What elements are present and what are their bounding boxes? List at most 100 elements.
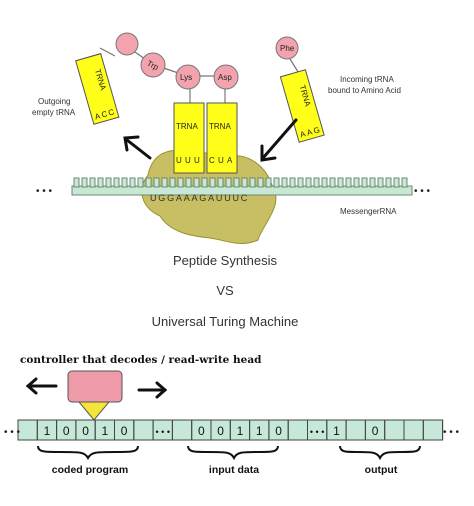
mrna-tooth: [121, 177, 128, 188]
amino-acid-phe: Phe: [275, 36, 299, 60]
tape-cell-symbol: 0: [372, 424, 379, 438]
mrna-tooth: [337, 177, 344, 188]
trna-outgoing-anticodon-1: A: [94, 111, 102, 121]
head-label: controller that decodes / read-write hea…: [20, 354, 262, 366]
brace-coded-program: [37, 445, 139, 461]
incoming-label-line1: Incoming tRNA: [340, 75, 394, 84]
mrna-tooth: [345, 177, 352, 188]
mrna-tooth: [313, 177, 320, 188]
mrna-tooth: [201, 177, 208, 188]
amino-acid-trp: Trp: [140, 52, 166, 78]
trna-bound-left-label: TRNA: [176, 122, 198, 131]
tape-cell-symbol: • • •: [310, 427, 324, 437]
tape-cell-symbol: 0: [82, 424, 89, 438]
trna-incoming: TRNA A A G: [279, 69, 325, 143]
tape-cell-symbol: 0: [63, 424, 70, 438]
mrna-tooth: [217, 177, 224, 188]
mrna-tooth: [321, 177, 328, 188]
mrna-tooth: [281, 177, 288, 188]
mrna-tooth: [145, 177, 152, 188]
mrna-tooth: [193, 177, 200, 188]
trna-bound-right: TRNA C U A: [206, 102, 238, 174]
mrna-tooth: [209, 177, 216, 188]
tape-cell-symbol: 1: [44, 424, 51, 438]
mrna-tooth: [89, 177, 96, 188]
mrna-tooth: [265, 177, 272, 188]
title-versus: VS: [216, 283, 234, 298]
mrna-tooth: [185, 177, 192, 188]
mrna-left-ellipsis: • • •: [36, 186, 53, 197]
tape-left-ellipsis: • • •: [4, 427, 21, 438]
trna-outgoing-anticodon-3: C: [107, 107, 115, 117]
mrna-tooth: [129, 177, 136, 188]
mrna-tooth: [273, 177, 280, 188]
trna-bound-right-anticodon-2: U: [218, 156, 224, 165]
mrna-tooth: [97, 177, 104, 188]
trna-bound-left: TRNA U U U: [173, 102, 205, 174]
arrow-move-right: [137, 381, 168, 399]
tape-cell-symbol: 0: [275, 424, 282, 438]
mrna-sequence: UGGAAAGAUUUC: [150, 193, 249, 203]
trna-bound-left-anticodon-3: U: [194, 156, 200, 165]
mrna-tooth: [73, 177, 80, 188]
mrna-tooth: [249, 177, 256, 188]
amino-acid-phe-label: Phe: [280, 44, 295, 53]
mrna-tooth: [257, 177, 264, 188]
label-output: output: [365, 464, 398, 476]
mrna-tooth: [393, 177, 400, 188]
tape-cell-symbol: • • •: [156, 427, 170, 437]
mrna-tooth: [289, 177, 296, 188]
tape-cell-symbol: 1: [102, 424, 109, 438]
messenger-rna: [71, 177, 413, 196]
incoming-label-line2: bound to Amino Acid: [328, 86, 401, 95]
tape-cell-symbol: 1: [333, 424, 340, 438]
tape-cell-symbol: 0: [121, 424, 128, 438]
trna-incoming-anticodon-3: G: [312, 125, 320, 135]
mrna-tooth: [153, 177, 160, 188]
mrna-tooth: [385, 177, 392, 188]
mrna-label: MessengerRNA: [340, 207, 397, 216]
brace-output: [339, 445, 421, 461]
mrna-tooth: [297, 177, 304, 188]
mrna-tooth: [105, 177, 112, 188]
tape-cell-symbol: 0: [217, 424, 224, 438]
amino-acid-unlabeled: [115, 32, 139, 56]
amino-acid-lys-label: Lys: [180, 73, 192, 82]
amino-acid-lys: Lys: [175, 64, 201, 90]
mrna-tooth: [137, 177, 144, 188]
mrna-tooth: [169, 177, 176, 188]
trna-bound-right-anticodon-1: C: [209, 156, 215, 165]
trna-incoming-anticodon-1: A: [299, 129, 307, 139]
tape-cell-symbol: 1: [237, 424, 244, 438]
title-peptide-synthesis: Peptide Synthesis: [173, 253, 278, 268]
mrna-tooth: [361, 177, 368, 188]
mrna-right-ellipsis: • • •: [414, 186, 431, 197]
trna-bound-right-label: TRNA: [209, 122, 231, 131]
trna-bound-right-anticodon-3: A: [227, 156, 233, 165]
mrna-tooth: [177, 177, 184, 188]
read-write-head: [67, 370, 123, 421]
trna-bound-left-anticodon-1: U: [176, 156, 182, 165]
tape-cell: [422, 419, 444, 441]
trna-outgoing-anticodon-2: C: [100, 109, 108, 119]
mrna-tooth: [305, 177, 312, 188]
amino-acid-asp-label: Asp: [218, 73, 232, 82]
title-universal-turing-machine: Universal Turing Machine: [152, 314, 299, 329]
trna-outgoing: TRNA A C C: [75, 53, 120, 125]
brace-input-data: [187, 445, 279, 461]
mrna-tooth: [225, 177, 232, 188]
mrna-tooth: [113, 177, 120, 188]
mrna-tooth: [401, 177, 408, 188]
outgoing-label-line1: Outgoing: [38, 97, 70, 106]
arrow-outgoing: [123, 135, 152, 160]
trna-incoming-anticodon-2: A: [306, 127, 314, 137]
mrna-tooth: [161, 177, 168, 188]
mrna-tooth: [369, 177, 376, 188]
mrna-tooth: [329, 177, 336, 188]
outgoing-label-line2: empty tRNA: [32, 108, 76, 117]
mrna-tooth: [81, 177, 88, 188]
mrna-tooth: [233, 177, 240, 188]
label-coded-program: coded program: [52, 464, 128, 476]
